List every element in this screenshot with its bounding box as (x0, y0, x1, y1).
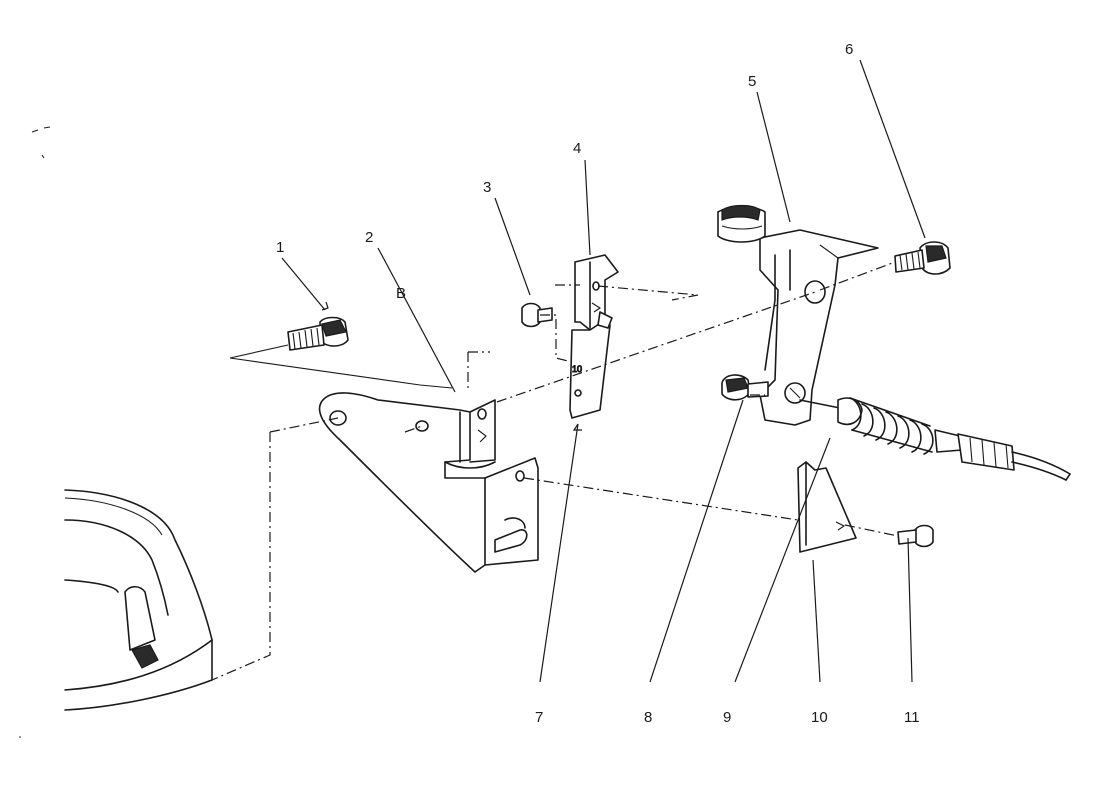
part-11-screw (897, 524, 934, 548)
part-5-lever (717, 204, 879, 426)
assembly-lines (211, 261, 899, 681)
callout-4: 4 (573, 140, 581, 157)
callout-7: 7 (535, 709, 543, 726)
callout-1: 1 (276, 239, 284, 256)
part-9-cable (799, 397, 1071, 481)
callout-3: 3 (483, 179, 491, 196)
scan-specks (19, 126, 51, 738)
part-8-knob (721, 374, 769, 401)
part-4-mark: 10 (572, 364, 582, 374)
callout-8: 8 (644, 709, 652, 726)
part-4-plate: 10 (569, 254, 619, 419)
callout-labels: 1 2 B 3 4 5 6 7 8 9 10 11 (276, 41, 920, 726)
callout-10: 10 (811, 709, 828, 726)
part-1-bolt (287, 316, 349, 351)
callout-2: 2 (365, 229, 373, 246)
callout-5: 5 (748, 73, 756, 90)
main-bracket (318, 392, 539, 573)
callout-11: 11 (904, 709, 920, 726)
mower-deck (64, 489, 213, 711)
callout-6: 6 (845, 41, 853, 58)
part-6-screw (894, 241, 951, 275)
callout-b3: B (396, 285, 406, 302)
callout-9: 9 (723, 709, 731, 726)
leader-lines (281, 59, 926, 683)
part-10-plate (797, 461, 857, 553)
